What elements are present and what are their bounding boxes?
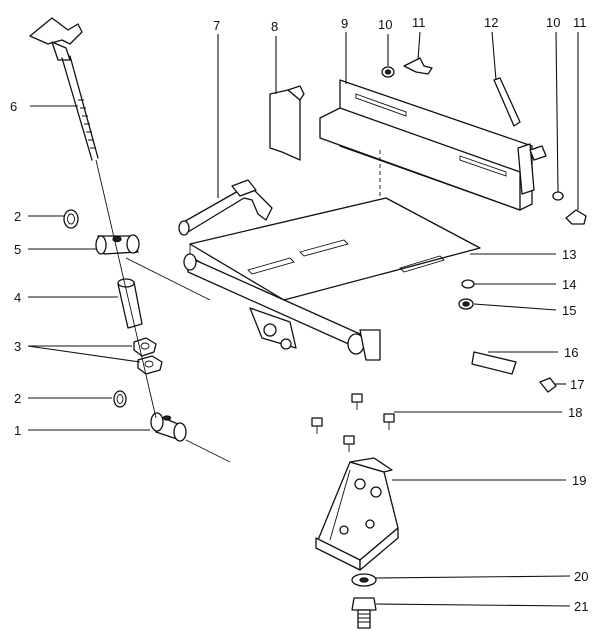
callout-16: 16 <box>564 345 578 360</box>
part-18-screws <box>311 393 395 452</box>
part-15-nut <box>458 298 474 310</box>
callout-21: 21 <box>574 599 588 614</box>
callout-labels: 6 2 5 4 3 2 1 7 8 9 10 11 12 10 11 13 14… <box>10 15 588 614</box>
callout-17: 17 <box>570 377 584 392</box>
part-14-washer <box>461 279 475 289</box>
callout-10-right: 10 <box>546 15 560 30</box>
callout-19: 19 <box>572 473 586 488</box>
callout-3: 3 <box>14 339 21 354</box>
callout-2-bottom: 2 <box>14 391 21 406</box>
part-13-base-plate <box>189 197 481 313</box>
part-2-ring-bottom <box>113 390 127 408</box>
part-12-pin <box>493 77 547 161</box>
callout-18: 18 <box>568 405 582 420</box>
part-19-support-bracket <box>315 457 399 571</box>
part-21-bolt <box>351 597 377 629</box>
callout-8: 8 <box>271 19 278 34</box>
part-7-hinge-bracket <box>178 179 273 236</box>
callout-11-right: 11 <box>573 15 587 30</box>
leader-lines <box>27 31 579 607</box>
part-6-t-handle-screw <box>29 17 99 161</box>
part-17-clip <box>539 377 557 393</box>
part-1-barrel <box>150 412 187 442</box>
callout-10-left: 10 <box>378 17 392 32</box>
callout-4: 4 <box>14 290 21 305</box>
part-8-side-plate <box>269 85 305 161</box>
frame-rail <box>183 253 381 361</box>
part-10-washers <box>381 66 564 201</box>
callout-1: 1 <box>14 423 21 438</box>
callout-14: 14 <box>562 277 576 292</box>
part-11-wing-nuts <box>403 57 587 225</box>
callout-9: 9 <box>341 16 348 31</box>
part-3-nuts <box>133 337 163 375</box>
part-20-washer <box>351 573 377 587</box>
callout-15: 15 <box>562 303 576 318</box>
callout-6: 6 <box>10 99 17 114</box>
callout-12: 12 <box>484 15 498 30</box>
part-2-ring-top <box>63 209 79 229</box>
part-16-key <box>471 351 517 375</box>
callout-2-top: 2 <box>14 209 21 224</box>
callout-13: 13 <box>562 247 576 262</box>
callout-5: 5 <box>14 242 21 257</box>
callout-11-left: 11 <box>412 15 426 30</box>
callout-7: 7 <box>213 18 220 33</box>
part-9-upper-tray <box>319 79 535 211</box>
part-4-tube <box>117 278 143 329</box>
callout-20: 20 <box>574 569 588 584</box>
